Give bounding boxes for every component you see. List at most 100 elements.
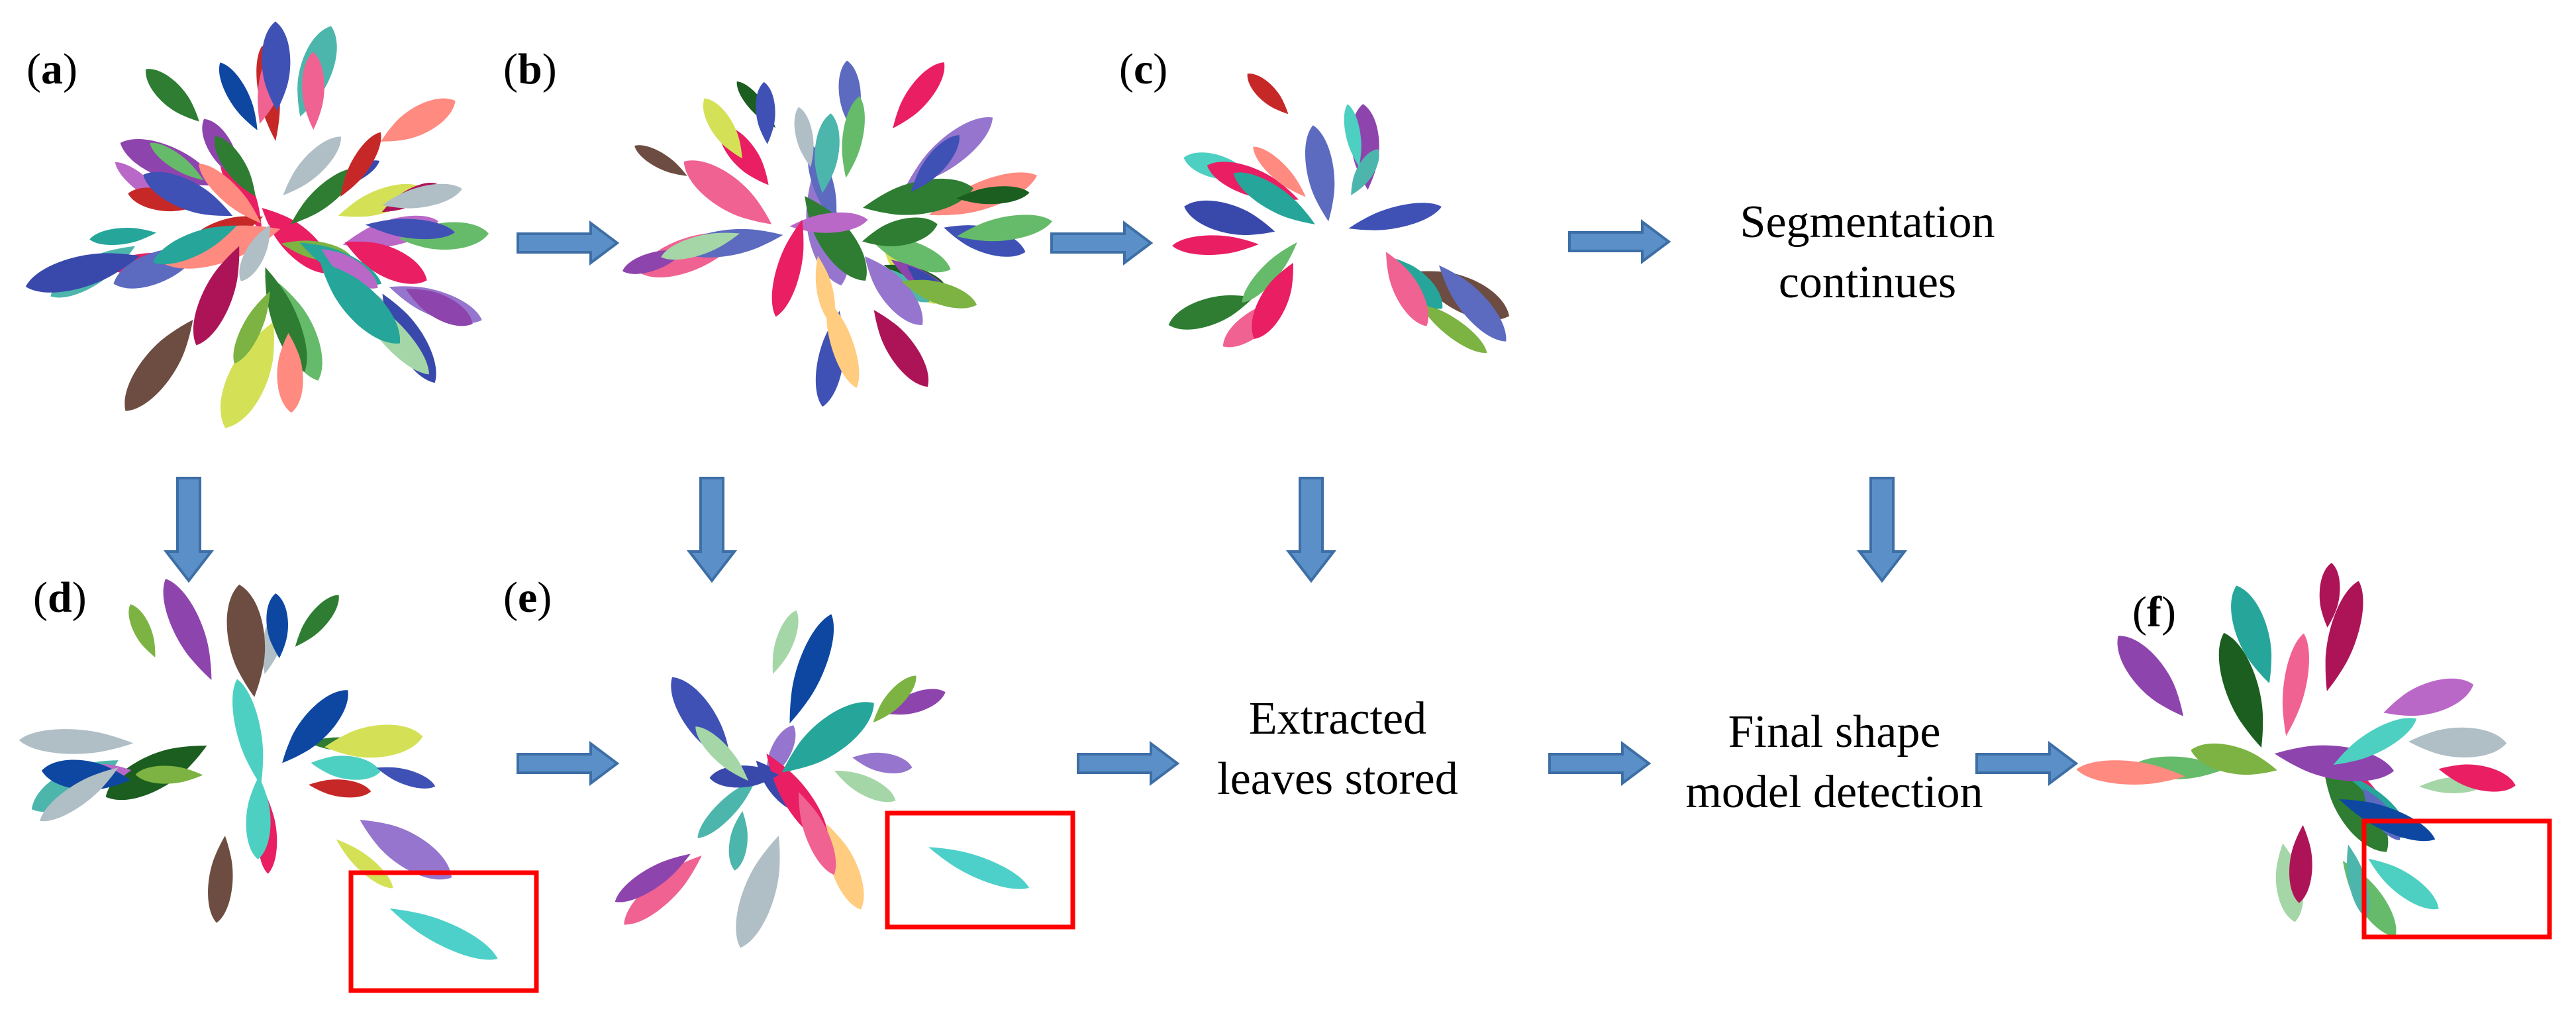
- leaf-c: [1242, 242, 1297, 303]
- leaf-b: [826, 297, 860, 388]
- leaf-b: [893, 62, 945, 128]
- leaf-f: [2368, 858, 2439, 910]
- leaf-d: [208, 836, 233, 923]
- leaf-c: [1344, 104, 1362, 167]
- leaf-a: [320, 262, 400, 344]
- leaf-a: [381, 183, 462, 209]
- highlight-box-f: [2361, 818, 2552, 940]
- leaf-b: [956, 215, 1052, 242]
- leaf-f: [2325, 581, 2363, 691]
- leaf-b: [911, 135, 960, 192]
- leaf-e: [789, 614, 834, 724]
- leaf-b: [956, 186, 1030, 205]
- leaf-b: [794, 107, 814, 168]
- segmentation-continues-text: Segmentation continues: [1656, 192, 2079, 313]
- leaf-e: [624, 855, 702, 925]
- highlighted-leaf-e: [928, 847, 1030, 889]
- leaf-c: [1348, 203, 1442, 230]
- leaf-a: [193, 246, 240, 346]
- leaf-f: [2117, 636, 2184, 716]
- leaf-e: [873, 675, 916, 723]
- leaf-a: [277, 332, 303, 413]
- extracted-line-1: Extracted: [1248, 693, 1427, 744]
- leaf-b: [842, 96, 865, 178]
- leaf-a: [381, 98, 456, 142]
- panel-label-a: (a): [26, 45, 77, 93]
- leaf-a: [265, 267, 307, 372]
- leaf-a: [89, 228, 157, 246]
- leaf-b: [901, 279, 977, 309]
- leaf-e: [697, 777, 758, 838]
- leaf-a: [283, 136, 341, 195]
- leaf-a: [302, 52, 324, 130]
- leaf-a: [25, 253, 140, 293]
- leaf-d: [135, 765, 203, 784]
- leaf-f: [2383, 678, 2474, 716]
- leaf-c: [1172, 235, 1260, 256]
- panel-label-e: (e): [503, 573, 552, 622]
- leaf-d: [311, 756, 381, 780]
- leaf-e: [883, 689, 946, 715]
- leaf-b: [683, 160, 772, 224]
- leaf-a: [150, 142, 204, 181]
- highlight-boxes: [348, 810, 2552, 993]
- leaf-a: [214, 136, 256, 197]
- leaf-a: [153, 225, 237, 265]
- leaf-e: [798, 792, 836, 875]
- extracted-leaves-text: Extracted leaves stored: [1139, 689, 1536, 809]
- leaf-c: [1184, 200, 1275, 235]
- leaf-a: [219, 62, 258, 130]
- leaf-a: [321, 248, 378, 289]
- leaf-b: [789, 212, 868, 233]
- leaf-a: [262, 21, 291, 111]
- leaf-b: [756, 81, 775, 144]
- leaf-b: [863, 178, 973, 215]
- segmentation-line-2: continues: [1778, 257, 1957, 308]
- panel-label-d: (d): [33, 573, 87, 622]
- leaf-e: [615, 854, 691, 903]
- leaf-d: [246, 776, 271, 859]
- leaf-c: [1168, 295, 1254, 330]
- final-shape-text: Final shape model detection: [1636, 702, 2033, 822]
- leaf-c: [1351, 149, 1379, 195]
- leaf-clusters: [19, 21, 2516, 960]
- leaf-a: [221, 322, 274, 428]
- leaf-d: [336, 839, 393, 889]
- leaf-f: [2231, 585, 2272, 683]
- leaf-d: [41, 759, 131, 790]
- leaf-d: [295, 595, 339, 647]
- leaf-e: [772, 610, 799, 674]
- leaf-c: [1386, 252, 1428, 326]
- leaf-f: [2408, 727, 2507, 757]
- arrow-right-icon: [1548, 741, 1652, 786]
- leaf-c: [1417, 301, 1487, 353]
- leaf-e: [852, 752, 913, 773]
- leaf-e: [695, 726, 749, 781]
- leaf-b: [634, 145, 687, 176]
- arrow-right-icon: [1050, 220, 1154, 266]
- leaf-a: [338, 183, 422, 217]
- arrow-down-icon: [1856, 477, 1908, 583]
- leaf-c: [1247, 73, 1289, 115]
- leaf-e: [834, 770, 896, 803]
- leaf-a: [405, 289, 473, 326]
- arrow-right-icon: [517, 741, 620, 786]
- leaf-c: [1253, 146, 1306, 197]
- panel-label-f: (f): [2132, 588, 2176, 636]
- leaf-a: [124, 319, 193, 411]
- leaf-a: [340, 132, 381, 197]
- leaf-a: [143, 171, 233, 217]
- leaf-f: [2275, 843, 2304, 922]
- leaf-b: [864, 256, 923, 325]
- leaf-d: [266, 593, 289, 659]
- arrow-right-icon: [1975, 741, 2079, 786]
- panel-label-c: (c): [1119, 45, 1168, 93]
- leaf-f: [2319, 563, 2340, 628]
- leaf-a: [290, 168, 357, 224]
- segmentation-line-1: Segmentation: [1740, 197, 1995, 248]
- leaf-e: [728, 810, 748, 871]
- leaf-d: [128, 604, 156, 658]
- highlight-box-e: [885, 810, 1075, 930]
